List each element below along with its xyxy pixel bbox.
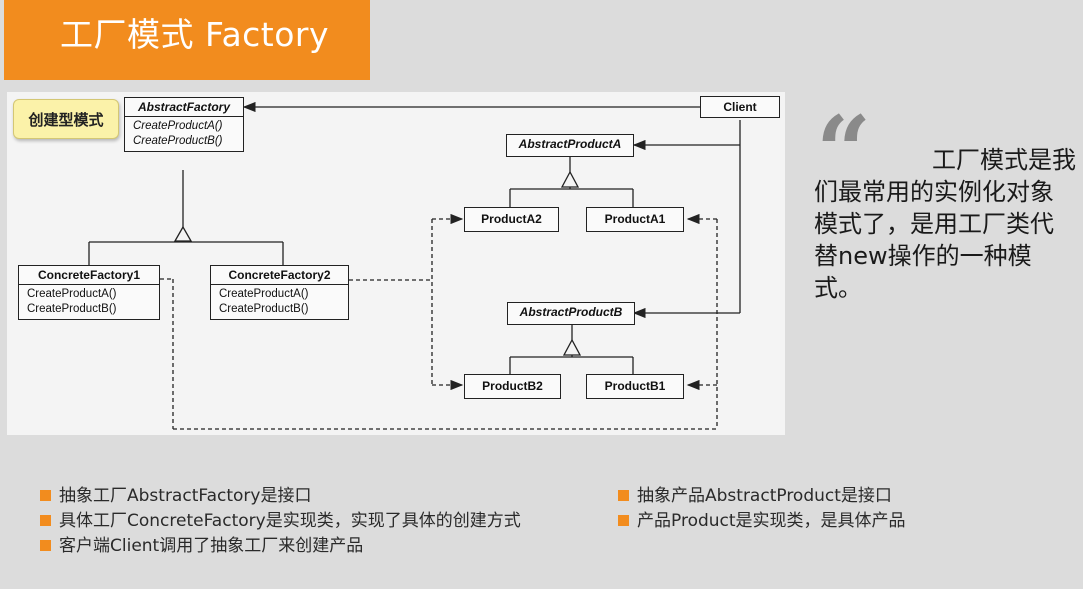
operation: CreateProductB() (219, 303, 309, 315)
class-name: ProductB1 (604, 379, 666, 393)
product-b-inherit-triangle (562, 338, 582, 356)
list-item-text: 产品Product是实现类，是具体产品 (637, 511, 906, 531)
class-name: ConcreteFactory2 (228, 268, 331, 282)
product-b2-class: ProductB2 (464, 374, 561, 399)
operation: CreateProductA() (133, 120, 223, 132)
class-name: ConcreteFactory1 (37, 268, 141, 282)
list-item-text: 具体工厂ConcreteFactory是实现类，实现了具体的创建方式 (59, 511, 521, 531)
page-title: 工厂模式 Factory (60, 15, 330, 54)
list-item-text: 抽象产品AbstractProduct是接口 (637, 486, 892, 506)
quote-rest: 我们最常用的实例化对象模式了，是用工厂类代替new操作的一种模式。 (814, 146, 1076, 302)
list-item: 客户端Client调用了抽象工厂来创建产品 (40, 534, 521, 559)
quote-mark-icon: “ (816, 95, 872, 208)
operation: CreateProductB() (27, 303, 117, 315)
bullet-list-left: 抽象工厂AbstractFactory是接口 具体工厂ConcreteFacto… (40, 484, 521, 559)
bullet-list-right: 抽象产品AbstractProduct是接口 产品Product是实现类，是具体… (618, 484, 906, 534)
class-name: AbstractProductA (518, 137, 622, 151)
class-name: ProductA1 (604, 212, 666, 226)
product-b1-class: ProductB1 (586, 374, 684, 399)
uml-diagram: AbstractFactory CreateProductA() CreateP… (7, 92, 785, 435)
list-item: 抽象工厂AbstractFactory是接口 (40, 484, 521, 509)
list-item: 具体工厂ConcreteFactory是实现类，实现了具体的创建方式 (40, 509, 521, 534)
class-name: AbstractFactory (137, 100, 231, 114)
class-name: Client (723, 100, 757, 114)
quote-line-1: 工厂模式是 (932, 146, 1052, 174)
abstract-product-a-class: AbstractProductA (506, 134, 634, 157)
class-operations: CreateProductA() CreateProductB() (211, 284, 348, 319)
category-tag: 创建型模式 (13, 99, 119, 139)
title-banner: 工厂模式 Factory (4, 0, 370, 80)
concrete-factory-1-class: ConcreteFactory1 CreateProductA() Create… (18, 265, 160, 320)
class-name: ProductA2 (481, 212, 542, 226)
class-name: ProductB2 (482, 379, 543, 393)
bullet-square-icon (618, 490, 629, 501)
list-item-text: 客户端Client调用了抽象工厂来创建产品 (59, 536, 364, 556)
bullet-square-icon (618, 515, 629, 526)
operation: CreateProductA() (27, 288, 117, 300)
list-item: 抽象产品AbstractProduct是接口 (618, 484, 906, 509)
class-operations: CreateProductA() CreateProductB() (125, 116, 243, 151)
abstract-factory-class: AbstractFactory CreateProductA() CreateP… (124, 97, 244, 152)
bullet-square-icon (40, 490, 51, 501)
abstract-product-b-class: AbstractProductB (507, 302, 635, 325)
list-item-text: 抽象工厂AbstractFactory是接口 (59, 486, 312, 506)
bullet-square-icon (40, 515, 51, 526)
product-a2-class: ProductA2 (464, 207, 559, 232)
class-name: AbstractProductB (519, 305, 623, 319)
product-a-inherit-triangle (560, 170, 580, 188)
operation: CreateProductA() (219, 288, 309, 300)
diagram-connectors (88, 101, 741, 430)
product-a1-class: ProductA1 (586, 207, 684, 232)
quote-text: 工厂模式是我们最常用的实例化对象模式了，是用工厂类代替new操作的一种模式。 (814, 144, 1076, 304)
list-item: 产品Product是实现类，是具体产品 (618, 509, 906, 534)
bullet-square-icon (40, 540, 51, 551)
concrete-factory-2-class: ConcreteFactory2 CreateProductA() Create… (210, 265, 349, 320)
factory-inherit-triangle (173, 225, 193, 242)
class-operations: CreateProductA() CreateProductB() (19, 284, 159, 319)
client-class: Client (700, 96, 780, 118)
operation: CreateProductB() (133, 135, 223, 147)
